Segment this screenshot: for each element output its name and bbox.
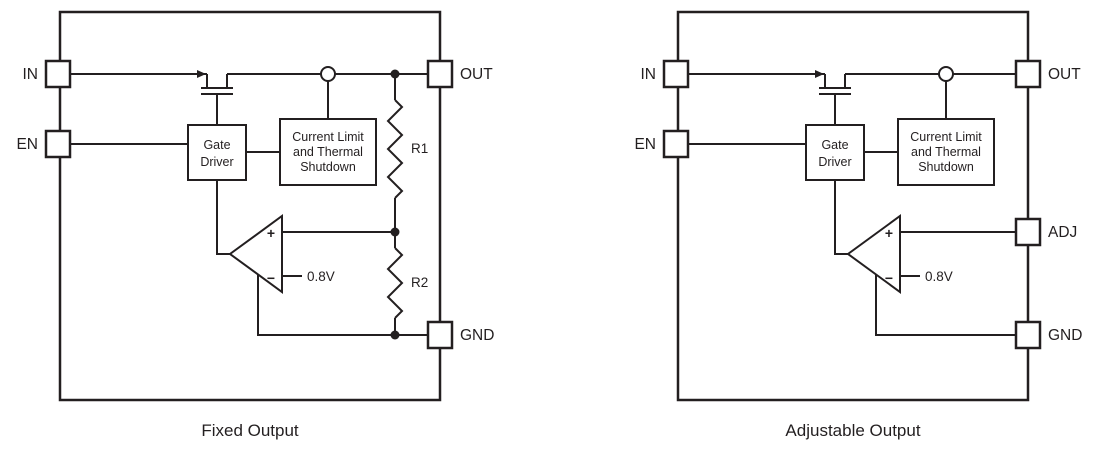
adj-vref-label: 0.8V xyxy=(925,269,953,284)
adj-wire-amp-output xyxy=(834,180,848,255)
fixed-current-limit-box xyxy=(279,118,377,186)
fixed-r2-label: R2 xyxy=(411,275,428,290)
fixed-pin-in-label: IN xyxy=(23,66,39,83)
fixed-junction-dot-ground xyxy=(390,330,400,340)
fixed-chip-boundary xyxy=(58,10,442,402)
adj-error-amplifier xyxy=(846,214,901,294)
fixed-junction-dot-feedback xyxy=(390,227,400,237)
fixed-gate-driver-label-2: Driver xyxy=(200,155,233,169)
fixed-pass-transistor-icon xyxy=(197,70,233,125)
fixed-gate-driver-label-1: Gate xyxy=(203,138,230,152)
fixed-pin-out-label: OUT xyxy=(460,66,493,83)
adj-pin-out xyxy=(1014,59,1042,89)
fixed-amp-minus-sign: − xyxy=(267,270,275,286)
adj-gate-driver-label-1: Gate xyxy=(821,138,848,152)
fixed-vref-label: 0.8V xyxy=(307,269,335,284)
fixed-current-limit-label-1: Current Limit xyxy=(292,130,364,144)
adj-pin-en-label: EN xyxy=(634,136,656,153)
adj-current-limit-label-1: Current Limit xyxy=(910,130,982,144)
fixed-error-amplifier xyxy=(228,214,283,294)
fixed-pin-en-label: EN xyxy=(16,136,38,153)
adj-wire-ground-rail xyxy=(875,274,1016,336)
fixed-junction-dot-top xyxy=(390,69,400,79)
adjustable-output-diagram: Gate Driver Current Limit and Thermal Sh… xyxy=(634,10,1082,440)
adj-amp-plus-sign: + xyxy=(885,225,893,241)
fixed-diagram-title: Fixed Output xyxy=(201,421,299,440)
fixed-wire-amp-output xyxy=(216,180,230,255)
fixed-pin-gnd-label: GND xyxy=(460,327,494,344)
adj-pin-in xyxy=(662,59,690,89)
adj-mosfet-arrow-icon xyxy=(815,70,824,78)
fixed-wire-ground-rail xyxy=(257,274,428,336)
fixed-pin-gnd xyxy=(426,320,454,350)
adj-pin-gnd xyxy=(1014,320,1042,350)
fixed-pin-en xyxy=(44,129,72,159)
adj-chip-boundary xyxy=(676,10,1030,402)
fixed-mosfet-arrow-icon xyxy=(197,70,206,78)
adj-pin-en xyxy=(662,129,690,159)
adj-current-limit-label-2: and Thermal xyxy=(911,145,981,159)
adj-amp-minus-sign: − xyxy=(885,270,893,286)
adj-pin-gnd-label: GND xyxy=(1048,327,1082,344)
fixed-current-limit-label-3: Shutdown xyxy=(300,160,356,174)
resistor-r2 xyxy=(386,247,404,319)
adj-diagram-title: Adjustable Output xyxy=(785,421,920,440)
adj-current-sense-icon xyxy=(938,66,954,82)
fixed-amp-plus-sign: + xyxy=(267,225,275,241)
fixed-current-sense-icon xyxy=(320,66,336,82)
adj-pass-transistor-icon xyxy=(815,70,851,125)
adj-pin-adj-label: ADJ xyxy=(1048,224,1077,241)
resistor-r1 xyxy=(386,99,404,199)
adj-pin-out-label: OUT xyxy=(1048,66,1081,83)
fixed-output-diagram: Gate Driver Current Limit and Thermal Sh… xyxy=(16,10,494,440)
fixed-pin-out xyxy=(426,59,454,89)
adj-pin-adj xyxy=(1014,217,1042,247)
adj-pin-in-label: IN xyxy=(641,66,657,83)
fixed-r1-label: R1 xyxy=(411,141,428,156)
adj-current-limit-label-3: Shutdown xyxy=(918,160,974,174)
fixed-gate-driver-box xyxy=(187,124,247,181)
adj-gate-driver-label-2: Driver xyxy=(818,155,851,169)
fixed-current-limit-label-2: and Thermal xyxy=(293,145,363,159)
adj-gate-driver-box xyxy=(805,124,865,181)
fixed-pin-in xyxy=(44,59,72,89)
adj-current-limit-box xyxy=(897,118,995,186)
